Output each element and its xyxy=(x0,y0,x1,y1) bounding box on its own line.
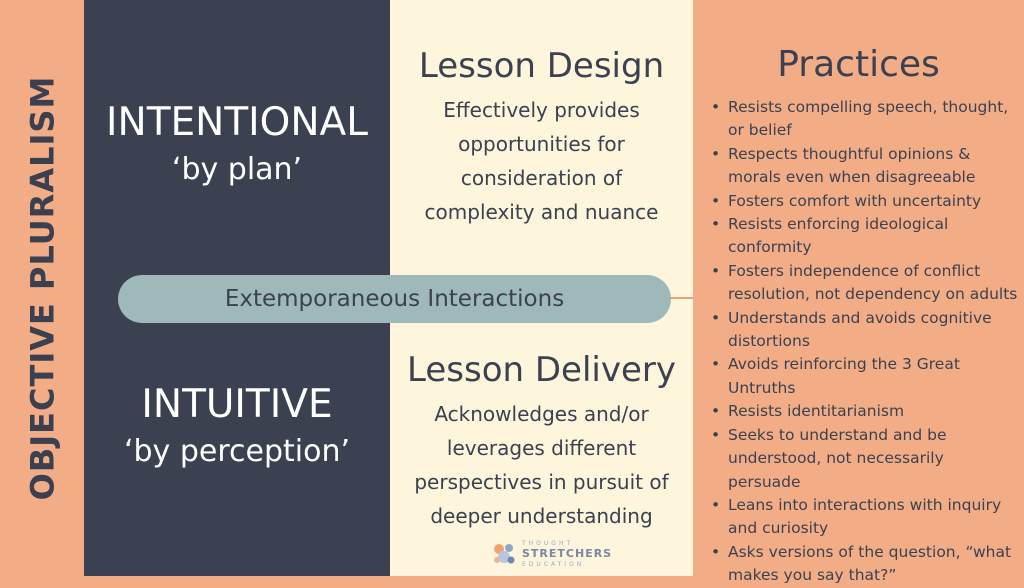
practice-item: • Fosters independence of conflict resolut… xyxy=(708,260,1020,307)
side-title-container: OBJECTIVE PLURALISM xyxy=(0,0,84,576)
practices-title: Practices xyxy=(777,44,940,85)
logo-middle-text: STRETCHERS xyxy=(522,547,613,560)
practice-line: Fosters comfort with uncertainty xyxy=(728,191,982,210)
practice-line: Leans into interactions with inquiry xyxy=(728,495,1002,514)
practice-item: • Resists identitarianism xyxy=(708,400,1020,423)
extemporaneous-interactions-pill: Extemporaneous Interactions xyxy=(118,275,671,323)
pill-label: Extemporaneous Interactions xyxy=(224,286,565,312)
practice-line: Avoids reinforcing the 3 Great xyxy=(728,355,960,374)
practice-line: Seeks to understand and be xyxy=(728,425,947,444)
practice-item: • Leans into interactions with inquiry and… xyxy=(708,494,1020,541)
intuitive-title: INTUITIVE xyxy=(141,382,333,427)
lesson-design-line: consideration of xyxy=(460,166,623,190)
practice-item: • Seeks to understand and be understood, n… xyxy=(708,424,1020,494)
bullet-icon: • xyxy=(711,542,721,561)
intuitive-block: INTUITIVE ‘by perception’ xyxy=(84,382,390,472)
lesson-design-heading: Lesson Design xyxy=(418,46,665,86)
practice-item: • Resists enforcing ideological conformity xyxy=(708,213,1020,260)
thought-stretchers-logo: THOUGHT STRETCHERS EDUCATION xyxy=(490,539,630,569)
practice-line: distortions xyxy=(728,332,810,351)
practice-line: morals even when disagreeable xyxy=(728,168,976,187)
lesson-delivery-line: leverages different xyxy=(446,436,637,460)
bullet-icon: • xyxy=(711,402,721,421)
practice-line: Untruths xyxy=(728,378,796,397)
practice-item: • Fosters comfort with uncertainty xyxy=(708,190,1020,213)
lesson-delivery-line: deeper understanding xyxy=(430,504,653,528)
practice-line: conformity xyxy=(728,238,812,257)
bullet-icon: • xyxy=(711,425,721,444)
practice-line: Understands and avoids cognitive xyxy=(728,308,992,327)
practice-line: Resists enforcing ideological xyxy=(728,215,949,234)
logo-bottom-text: EDUCATION xyxy=(522,561,585,568)
practice-line: or belief xyxy=(728,121,792,140)
bullet-icon: • xyxy=(711,215,721,234)
logo-wordmark: THOUGHT STRETCHERS EDUCATION xyxy=(522,539,612,569)
lesson-design-line: Effectively provides xyxy=(443,98,640,122)
practice-line: understood, not necessarily persuade xyxy=(728,449,944,491)
intentional-block: INTENTIONAL ‘by plan’ xyxy=(84,100,390,190)
logo-top-text: THOUGHT xyxy=(522,540,574,547)
lesson-delivery-description: Acknowledges and/or leverages different … xyxy=(390,397,693,533)
intentional-title: INTENTIONAL xyxy=(106,100,368,145)
practice-item: • Resists compelling speech, thought, or b… xyxy=(708,96,1020,143)
intentional-subtitle: ‘by plan’ xyxy=(171,152,303,187)
practice-line: Fosters independence of conflict xyxy=(728,261,981,280)
bullet-icon: • xyxy=(711,261,721,280)
bullet-icon: • xyxy=(711,144,721,163)
lesson-design-description: Effectively provides opportunities for c… xyxy=(390,93,693,229)
logo-icon xyxy=(494,544,515,564)
lesson-design-line: opportunities for xyxy=(458,132,625,156)
bullet-icon: • xyxy=(711,355,721,374)
lesson-delivery-heading: Lesson Delivery xyxy=(407,350,676,390)
practice-item: • Understands and avoids cognitive distort… xyxy=(708,307,1020,354)
practice-line: resolution, not dependency on adults xyxy=(728,285,1018,304)
intuitive-subtitle: ‘by perception’ xyxy=(123,434,351,469)
practice-line: Respects thoughtful opinions & xyxy=(728,144,971,163)
practice-line: and curiosity xyxy=(728,519,829,538)
practice-item: • Respects thoughtful opinions & morals ev… xyxy=(708,143,1020,190)
practices-list: • Resists compelling speech, thought, or b… xyxy=(708,96,1020,588)
practice-line: Asks versions of the question, “what xyxy=(728,542,1012,561)
lesson-delivery-line: Acknowledges and/or xyxy=(434,402,649,426)
bullet-icon: • xyxy=(711,191,721,210)
divider-line-right xyxy=(662,297,693,299)
side-title: OBJECTIVE PLURALISM xyxy=(23,75,61,501)
lesson-design-line: complexity and nuance xyxy=(424,200,659,224)
bullet-icon: • xyxy=(711,308,721,327)
bullet-icon: • xyxy=(711,495,721,514)
lesson-delivery-line: perspectives in pursuit of xyxy=(414,470,669,494)
bullet-icon: • xyxy=(711,98,721,116)
practice-line: Resists identitarianism xyxy=(728,402,905,421)
practice-line: Resists compelling speech, thought, xyxy=(728,98,1009,116)
